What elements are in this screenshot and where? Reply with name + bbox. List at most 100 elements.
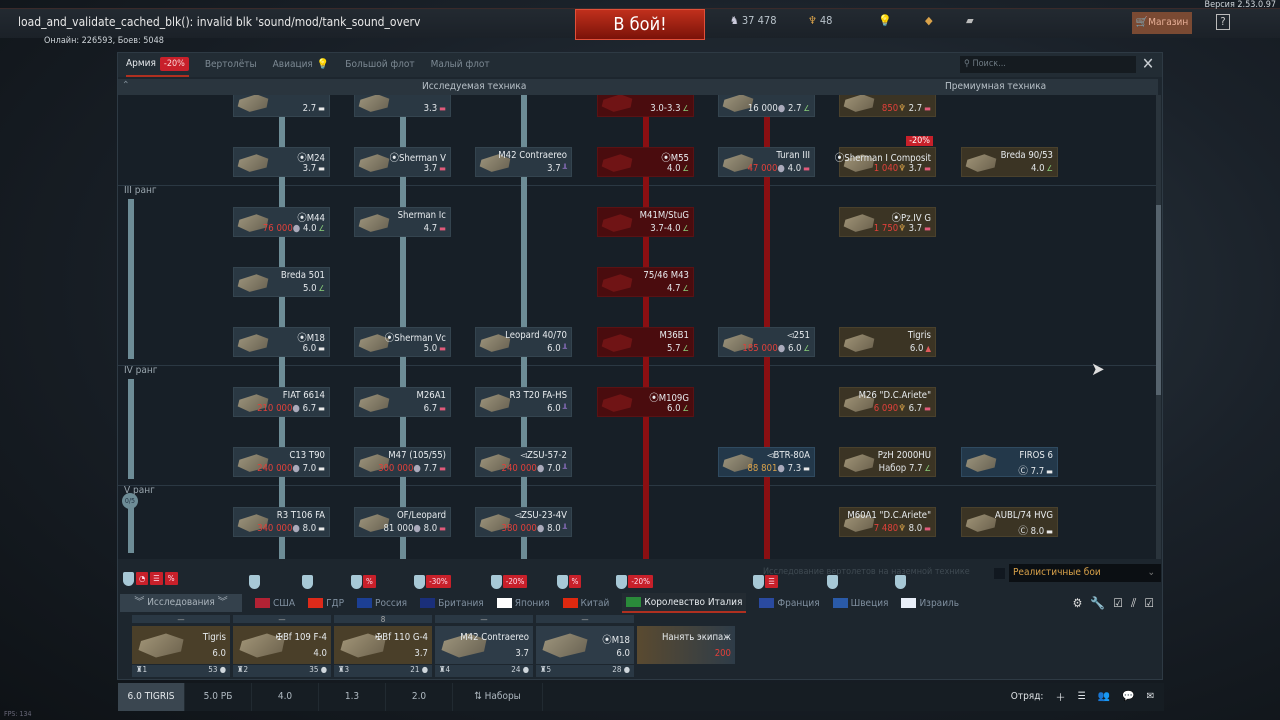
plus-icon[interactable]: ＋ <box>1055 693 1066 704</box>
tree-scrollbar[interactable] <box>1156 95 1161 559</box>
presets-button[interactable]: ⇅ Наборы <box>453 683 543 711</box>
nation-tab-9[interactable]: Израиль <box>895 575 959 613</box>
research-points-button[interactable]: 💡 <box>878 14 892 27</box>
discount-badge: -20% <box>628 575 653 588</box>
vehicle-card[interactable]: M26 "D.C.Ariete"6 090♆ 6.7▬ <box>839 387 936 417</box>
chat-icon[interactable]: 💬 <box>1122 691 1135 702</box>
rank-progress-bar <box>128 499 134 553</box>
preset-4[interactable]: 2.0 <box>386 683 453 711</box>
shop-button[interactable]: 🛒Магазин <box>1132 12 1192 34</box>
checkbox-icon[interactable]: ☑ <box>1144 596 1154 610</box>
preset-1[interactable]: 5.0 РБ <box>185 683 252 711</box>
rank-label[interactable]: IV ранг <box>124 365 158 376</box>
to-battle-button[interactable]: В бой! <box>575 9 705 40</box>
vehicle-card[interactable]: 3.0-3.3∠ <box>597 95 694 117</box>
tab-3[interactable]: Большой флот <box>345 53 414 77</box>
vehicle-stats: 5.0∠ <box>303 283 325 294</box>
checkbox-icon[interactable]: ☑ <box>1113 596 1123 610</box>
preset-3[interactable]: 1.3 <box>319 683 386 711</box>
tab-2[interactable]: Авиация💡 <box>273 53 330 77</box>
preset-0[interactable]: 6.0 TIGRIS <box>118 683 185 711</box>
tab-1[interactable]: Вертолёты <box>205 53 257 77</box>
vehicle-card[interactable]: M47 (105/55)300 000● 7.7▬ <box>354 447 451 477</box>
vehicle-card[interactable]: 16 000● 2.7∠ <box>718 95 815 117</box>
nation-tab-6[interactable]: Королевство Италия-20% <box>616 575 747 613</box>
list-icon[interactable]: ☰ <box>1077 691 1086 702</box>
research-dropdown[interactable]: ︾ Исследования ︾ <box>120 594 242 612</box>
vehicle-card[interactable]: 850♆ 2.7▬ <box>839 95 936 117</box>
nation-tab-3[interactable]: Британия-30% <box>414 575 484 613</box>
premium-button[interactable]: ◆ <box>925 14 933 27</box>
nation-tab-1[interactable]: ГДР <box>302 575 344 613</box>
nation-tab-5[interactable]: Китай% <box>556 575 609 613</box>
nation-tab-2[interactable]: Россия% <box>351 575 407 613</box>
nation-tab-0[interactable]: США <box>249 575 295 613</box>
rank-label[interactable]: III ранг <box>124 185 157 196</box>
nation-tab-7[interactable]: Франция☰ <box>753 575 820 613</box>
vehicle-card[interactable]: M60A1 "D.C.Ariete"7 480♆ 8.0▬ <box>839 507 936 537</box>
help-button[interactable]: ? <box>1216 14 1230 30</box>
rank-label[interactable]: V ранг <box>124 485 155 496</box>
heli-research-checkbox[interactable] <box>994 568 1005 579</box>
vehicle-card[interactable]: 3.3▬ <box>354 95 451 117</box>
tab-4[interactable]: Малый флот <box>431 53 490 77</box>
golden-eagles[interactable]: ♆48 <box>808 14 832 27</box>
nation-tab-4[interactable]: Япония-20% <box>490 575 550 613</box>
silver-lions[interactable]: ♞37 478 <box>730 14 777 27</box>
battle-pass-button[interactable]: ▰ <box>966 14 974 27</box>
mail-icon[interactable]: ✉ <box>1146 691 1154 702</box>
game-mode-select[interactable]: Реалистичные бои⌄ <box>1009 564 1161 582</box>
preset-2[interactable]: 4.0 <box>252 683 319 711</box>
ammo-icon[interactable]: ⫽ <box>1130 596 1137 610</box>
search-input[interactable]: ⚲ Поиск... <box>960 56 1136 73</box>
friends-icon[interactable]: 👥 <box>1097 691 1110 702</box>
gear-icon[interactable]: ⚙ <box>1072 596 1083 610</box>
collapse-icon[interactable]: ⌃ <box>122 80 130 91</box>
wrench-icon[interactable]: 🔧 <box>1090 596 1106 610</box>
flag-icon <box>626 597 642 607</box>
tab-0[interactable]: Армия-20% <box>126 53 189 77</box>
nation-tab-8[interactable]: Швеция <box>826 575 888 613</box>
close-icon[interactable]: ✕ <box>1142 54 1155 73</box>
vehicle-card[interactable]: 2.7▬ <box>233 95 330 117</box>
